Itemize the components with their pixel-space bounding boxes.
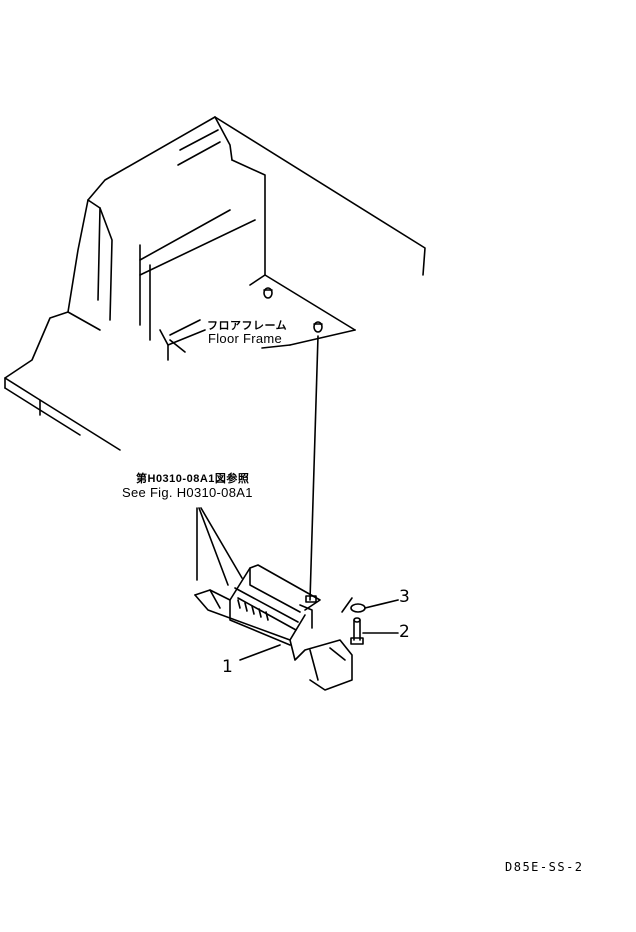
part-number-2: 2 bbox=[399, 622, 410, 642]
floor-frame-body bbox=[4, 116, 426, 451]
part-1-leader bbox=[239, 644, 281, 661]
see-fig-leaders bbox=[196, 507, 243, 586]
part-2-bolt bbox=[350, 617, 399, 645]
floor-frame-leader bbox=[261, 344, 291, 349]
part-1-assembly bbox=[194, 564, 353, 691]
part-number-3: 3 bbox=[399, 587, 410, 607]
part-3-washer bbox=[341, 597, 399, 613]
floor-frame-label-en: Floor Frame bbox=[208, 331, 283, 346]
frame-bolt-holes bbox=[263, 287, 323, 333]
see-fig-label-en: See Fig. H0310-08A1 bbox=[122, 485, 253, 500]
drawing-code: D85E-SS-2 bbox=[505, 860, 584, 874]
attach-line bbox=[309, 335, 319, 601]
part-number-1: 1 bbox=[222, 657, 233, 677]
floor-frame-label-jp: フロアフレーム bbox=[207, 320, 288, 332]
see-fig-label-jp: 第H0310-08A1図参照 bbox=[136, 473, 250, 485]
